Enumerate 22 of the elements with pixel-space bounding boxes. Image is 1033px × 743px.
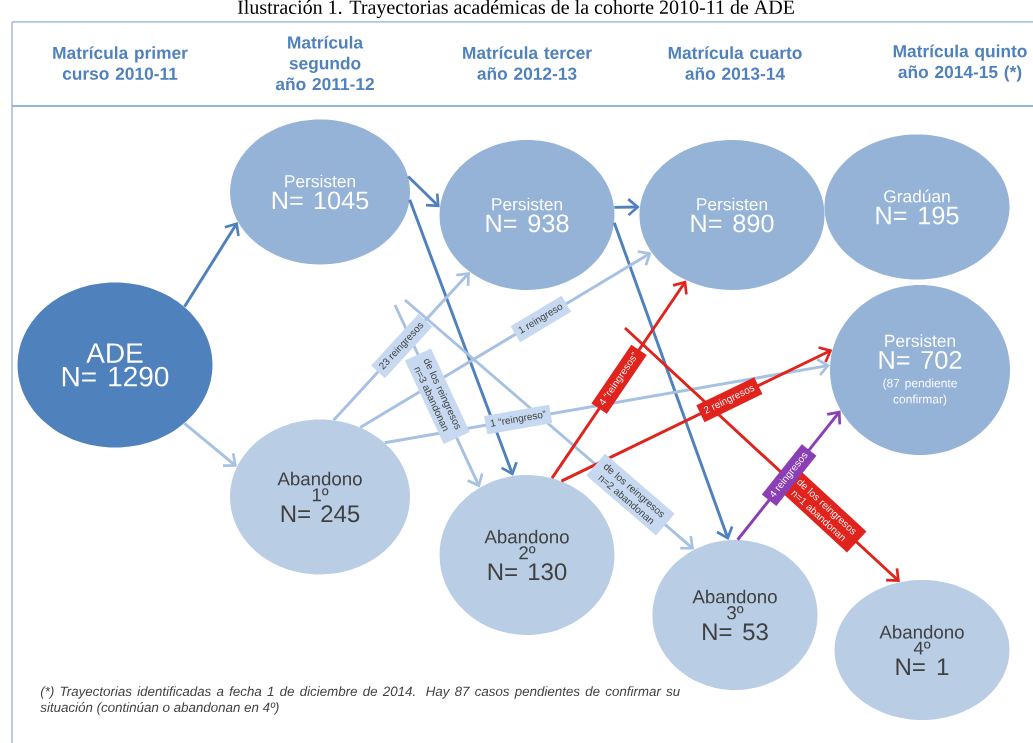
arrow: [183, 221, 240, 308]
arrow: [407, 175, 440, 208]
ellipse-node: Gradúan N= 195: [824, 134, 1010, 280]
ellipse-node: Abandono 1º N= 245: [230, 419, 410, 575]
ellipse-node: Persisten N= 938: [439, 140, 615, 290]
arrow: [612, 222, 734, 540]
ellipse-node: ADE N= 1290: [17, 282, 213, 448]
arrow: [614, 198, 640, 217]
column-header: Matrícula tercer año 2012-13: [463, 46, 592, 80]
column-header: Matrícula segundo año 2011-12: [275, 35, 374, 91]
arrow: [408, 199, 518, 476]
ellipse-node: Persisten N= 1045: [230, 119, 410, 265]
column-header: Matrícula primer curso 2010-11: [53, 46, 188, 80]
ellipse-node: Abandono 4º N= 1: [834, 580, 1010, 720]
column-header: Matrícula cuarto año 2013-14: [668, 46, 802, 80]
ellipse-node: Persisten N= 890: [639, 140, 825, 290]
ellipse-node: Abandono 3º N= 53: [652, 540, 818, 690]
edge-label: 1 “reingreso”: [484, 404, 553, 435]
arrow: [183, 422, 237, 467]
figure-title: Ilustración 1. Trayectorias académicas de la cohorte 2010-11 de ADE: [237, 0, 794, 19]
column-header: Matrícula quinto año 2014-15 (*): [893, 44, 1027, 82]
ellipse-node: Persisten N= 702 (87 pendiente confirmar): [830, 285, 1010, 455]
